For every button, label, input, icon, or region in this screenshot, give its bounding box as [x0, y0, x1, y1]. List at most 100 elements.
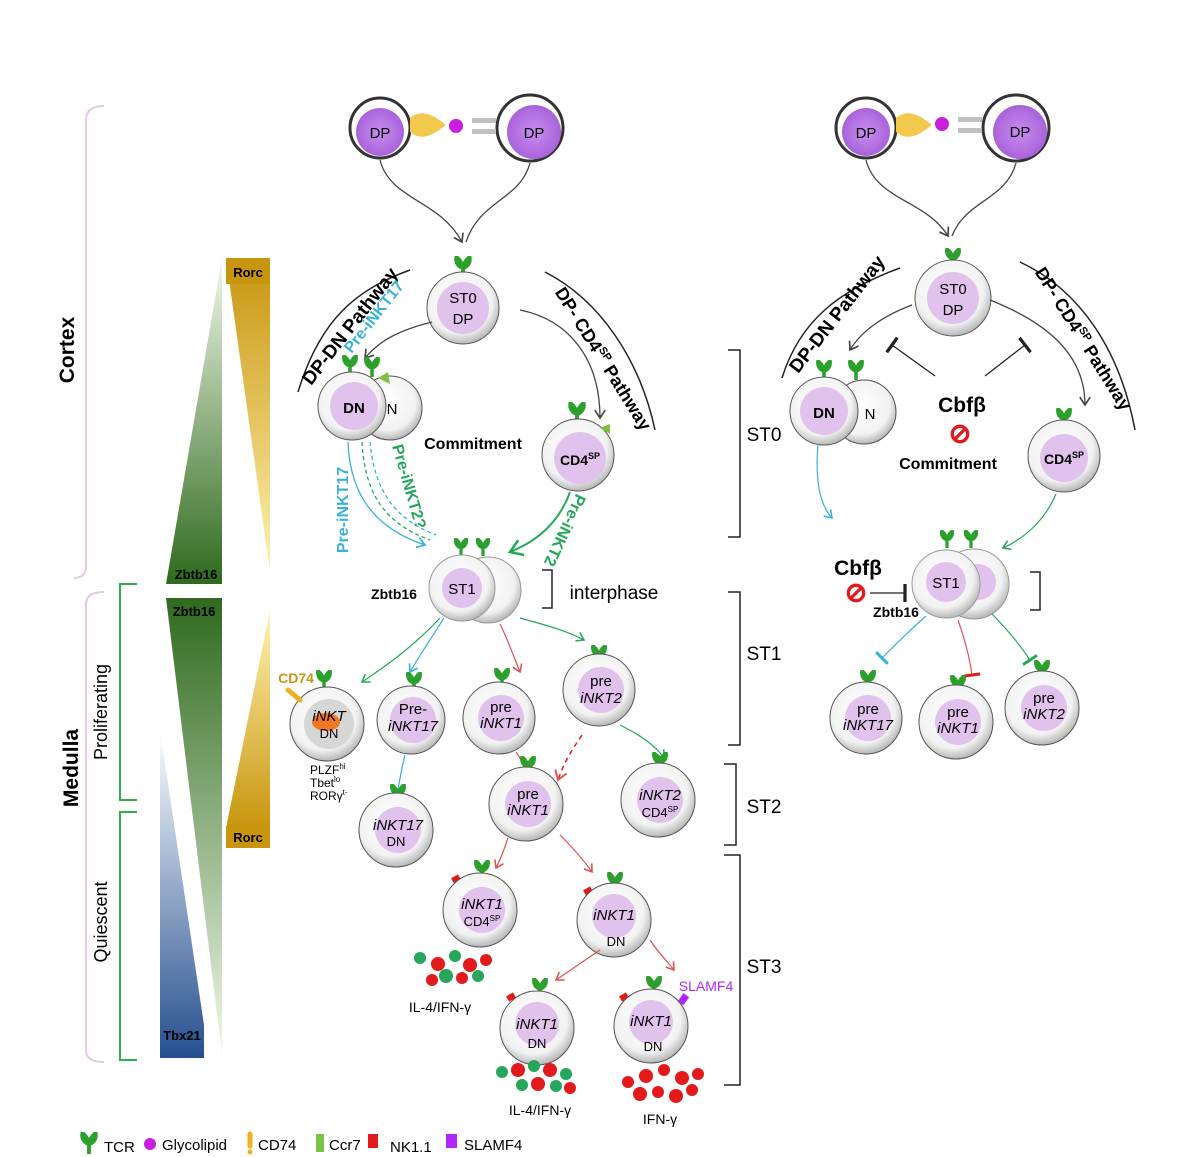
arrow-st0-to-dn-right — [848, 304, 913, 352]
svg-text:iNKT1: iNKT1 — [461, 896, 503, 913]
svg-text:DN: DN — [528, 1036, 547, 1051]
st3-bracket — [724, 854, 741, 1086]
svg-text:iNKT: iNKT — [312, 708, 347, 725]
inkt17-dn-cell: iNKT17 DN — [358, 784, 434, 868]
svg-text:ST0: ST0 — [939, 281, 967, 298]
svg-text:N: N — [865, 406, 876, 423]
svg-text:DN: DN — [320, 726, 339, 741]
dp-cell-right-right-panel: DP — [981, 93, 1051, 163]
svg-text:iNKT17: iNKT17 — [843, 717, 894, 734]
arrow-dn-to-st1-blue — [347, 441, 427, 549]
arrow-st1-to-inkt-dn — [360, 617, 441, 683]
st0-stage-label: ST0 — [747, 425, 782, 446]
arrow-dp-to-st0 — [465, 162, 531, 243]
interphase-bracket-right — [1030, 571, 1041, 611]
glycolipid-icon — [449, 119, 463, 133]
cd1d-receptor-icon — [896, 113, 932, 137]
st1-stage-label: ST1 — [747, 644, 782, 665]
pre-inkt2-cell-right: pre iNKT2 — [1004, 660, 1080, 746]
stage-brackets: ST0 ST1 ST2 ST3 — [724, 349, 782, 1086]
arrow-st0-to-cd4-right — [989, 299, 1091, 407]
dp-cell-left-right-panel: DP — [834, 96, 898, 160]
legend-slamf4: SLAMF4 — [464, 1137, 522, 1154]
arrow-to-inkt2-cd4 — [619, 724, 665, 760]
svg-text:pre: pre — [490, 699, 512, 716]
st0-cell: ST0 DP — [426, 256, 500, 345]
svg-text:ST0: ST0 — [449, 290, 477, 307]
arrow-to-inkt1-cd4 — [494, 837, 509, 870]
dn-cell: N DN — [317, 355, 423, 441]
glycolipid-icon — [935, 117, 949, 131]
svg-text:DN: DN — [607, 934, 626, 949]
arrow-cd4-to-st1 — [507, 491, 571, 557]
svg-text:DP: DP — [943, 302, 964, 319]
legend-ccr7: Ccr7 — [329, 1137, 361, 1154]
inhibit-pre-inkt17 — [874, 615, 927, 666]
svg-text:iNKT1: iNKT1 — [480, 715, 522, 732]
svg-text:DP: DP — [1010, 124, 1031, 141]
tbx21-gradient — [160, 730, 204, 1058]
svg-text:pre: pre — [590, 673, 612, 690]
expression-gradients: Rorc Zbtb16 Zbtb16 Rorc Tbx21 — [160, 258, 270, 1058]
st3-stage-label: ST3 — [747, 957, 782, 978]
svg-text:iNKT1: iNKT1 — [937, 720, 979, 737]
slam-receptor-icon — [958, 117, 982, 122]
cbfb-inhibit-cd4 — [984, 336, 1032, 377]
arrow-dn-to-st1-dashed-blue — [369, 441, 437, 536]
cbfb-mid-label: Cbfβ — [834, 557, 882, 580]
pre-inkt1-cell-right: pre iNKT1 — [918, 675, 994, 760]
svg-text:DP: DP — [453, 311, 474, 328]
arrow-st1-to-pre-inkt2 — [519, 617, 586, 642]
svg-text:DN: DN — [813, 405, 835, 422]
pre-inkt17-arrow-label: Pre-iNKT17 — [335, 467, 352, 553]
inhibit-pre-inkt1 — [957, 619, 981, 678]
arrow-pre-inkt2-to-pre-inkt1-dashed — [554, 734, 583, 782]
pre-inkt2-arrow-label: Pre-iNKT2 — [540, 491, 588, 568]
svg-text:iNKT1: iNKT1 — [593, 907, 635, 924]
cd4-pathway-label: DP- CD4SP Pathway — [551, 284, 655, 434]
inhibit-pre-inkt2 — [991, 613, 1038, 666]
arrow-st0-to-dn — [364, 321, 433, 360]
rorc-top-gradient — [226, 258, 270, 572]
cd4sp-cell-right: CD4SP — [1027, 408, 1101, 493]
svg-text:Pre-: Pre- — [399, 701, 427, 718]
st0-bracket — [728, 349, 741, 538]
st1-cell-right: ST1 — [911, 530, 1010, 620]
svg-text:DP: DP — [524, 125, 545, 142]
glycolipid-legend-icon — [144, 1138, 156, 1150]
svg-text:DP: DP — [370, 125, 391, 142]
zbtb16-st1-label: Zbtb16 — [371, 586, 417, 602]
interphase-bracket — [542, 569, 553, 609]
svg-text:CD4SP: CD4SP — [642, 805, 679, 820]
st2-bracket — [724, 763, 737, 846]
cd4-pathway-label-right: DP- CD4SP Pathway — [1031, 264, 1135, 414]
pre-inkt17-cell-right: pre iNKT17 — [829, 670, 903, 755]
svg-text:DN: DN — [644, 1039, 663, 1054]
svg-text:iNKT2: iNKT2 — [639, 787, 681, 804]
svg-text:CD4SP: CD4SP — [560, 451, 600, 468]
svg-text:iNKT17: iNKT17 — [373, 817, 424, 834]
arrow-st1-to-pre-inkt1 — [499, 623, 523, 674]
left-axis: Cortex Medulla Proliferating Quiescent — [56, 105, 137, 1063]
legend-glycolipid: Glycolipid — [162, 1137, 227, 1154]
dn-pathway-arc — [297, 269, 411, 393]
svg-text:DP: DP — [856, 125, 877, 142]
svg-text:N: N — [387, 401, 398, 418]
dn-cell-right: N DN — [789, 360, 897, 446]
medulla-bracket — [85, 591, 105, 1063]
svg-text:DN: DN — [343, 400, 365, 417]
inkt1-cd4sp-cell: iNKT1 CD4SP — [442, 860, 518, 948]
quiescent-bracket — [119, 811, 137, 1061]
ccr7-legend-icon — [316, 1134, 324, 1152]
st2-stage-label: ST2 — [747, 797, 782, 818]
il4-ifng-label-2: IL-4/IFN-γ — [509, 1102, 571, 1118]
legend-nk11: NK1.1 — [390, 1139, 432, 1156]
cortex-label: Cortex — [56, 316, 79, 383]
proliferating-label: Proliferating — [91, 664, 111, 760]
inkt1-dn-cell: iNKT1 DN — [576, 872, 652, 958]
commitment-label: Commitment — [424, 436, 522, 453]
cbfb-deletion-icon-2 — [846, 583, 866, 603]
slam-receptor-icon — [958, 128, 982, 133]
cytokine-cluster-ifng — [622, 1064, 704, 1103]
pre-inkt1-cell: pre iNKT1 — [462, 668, 536, 755]
